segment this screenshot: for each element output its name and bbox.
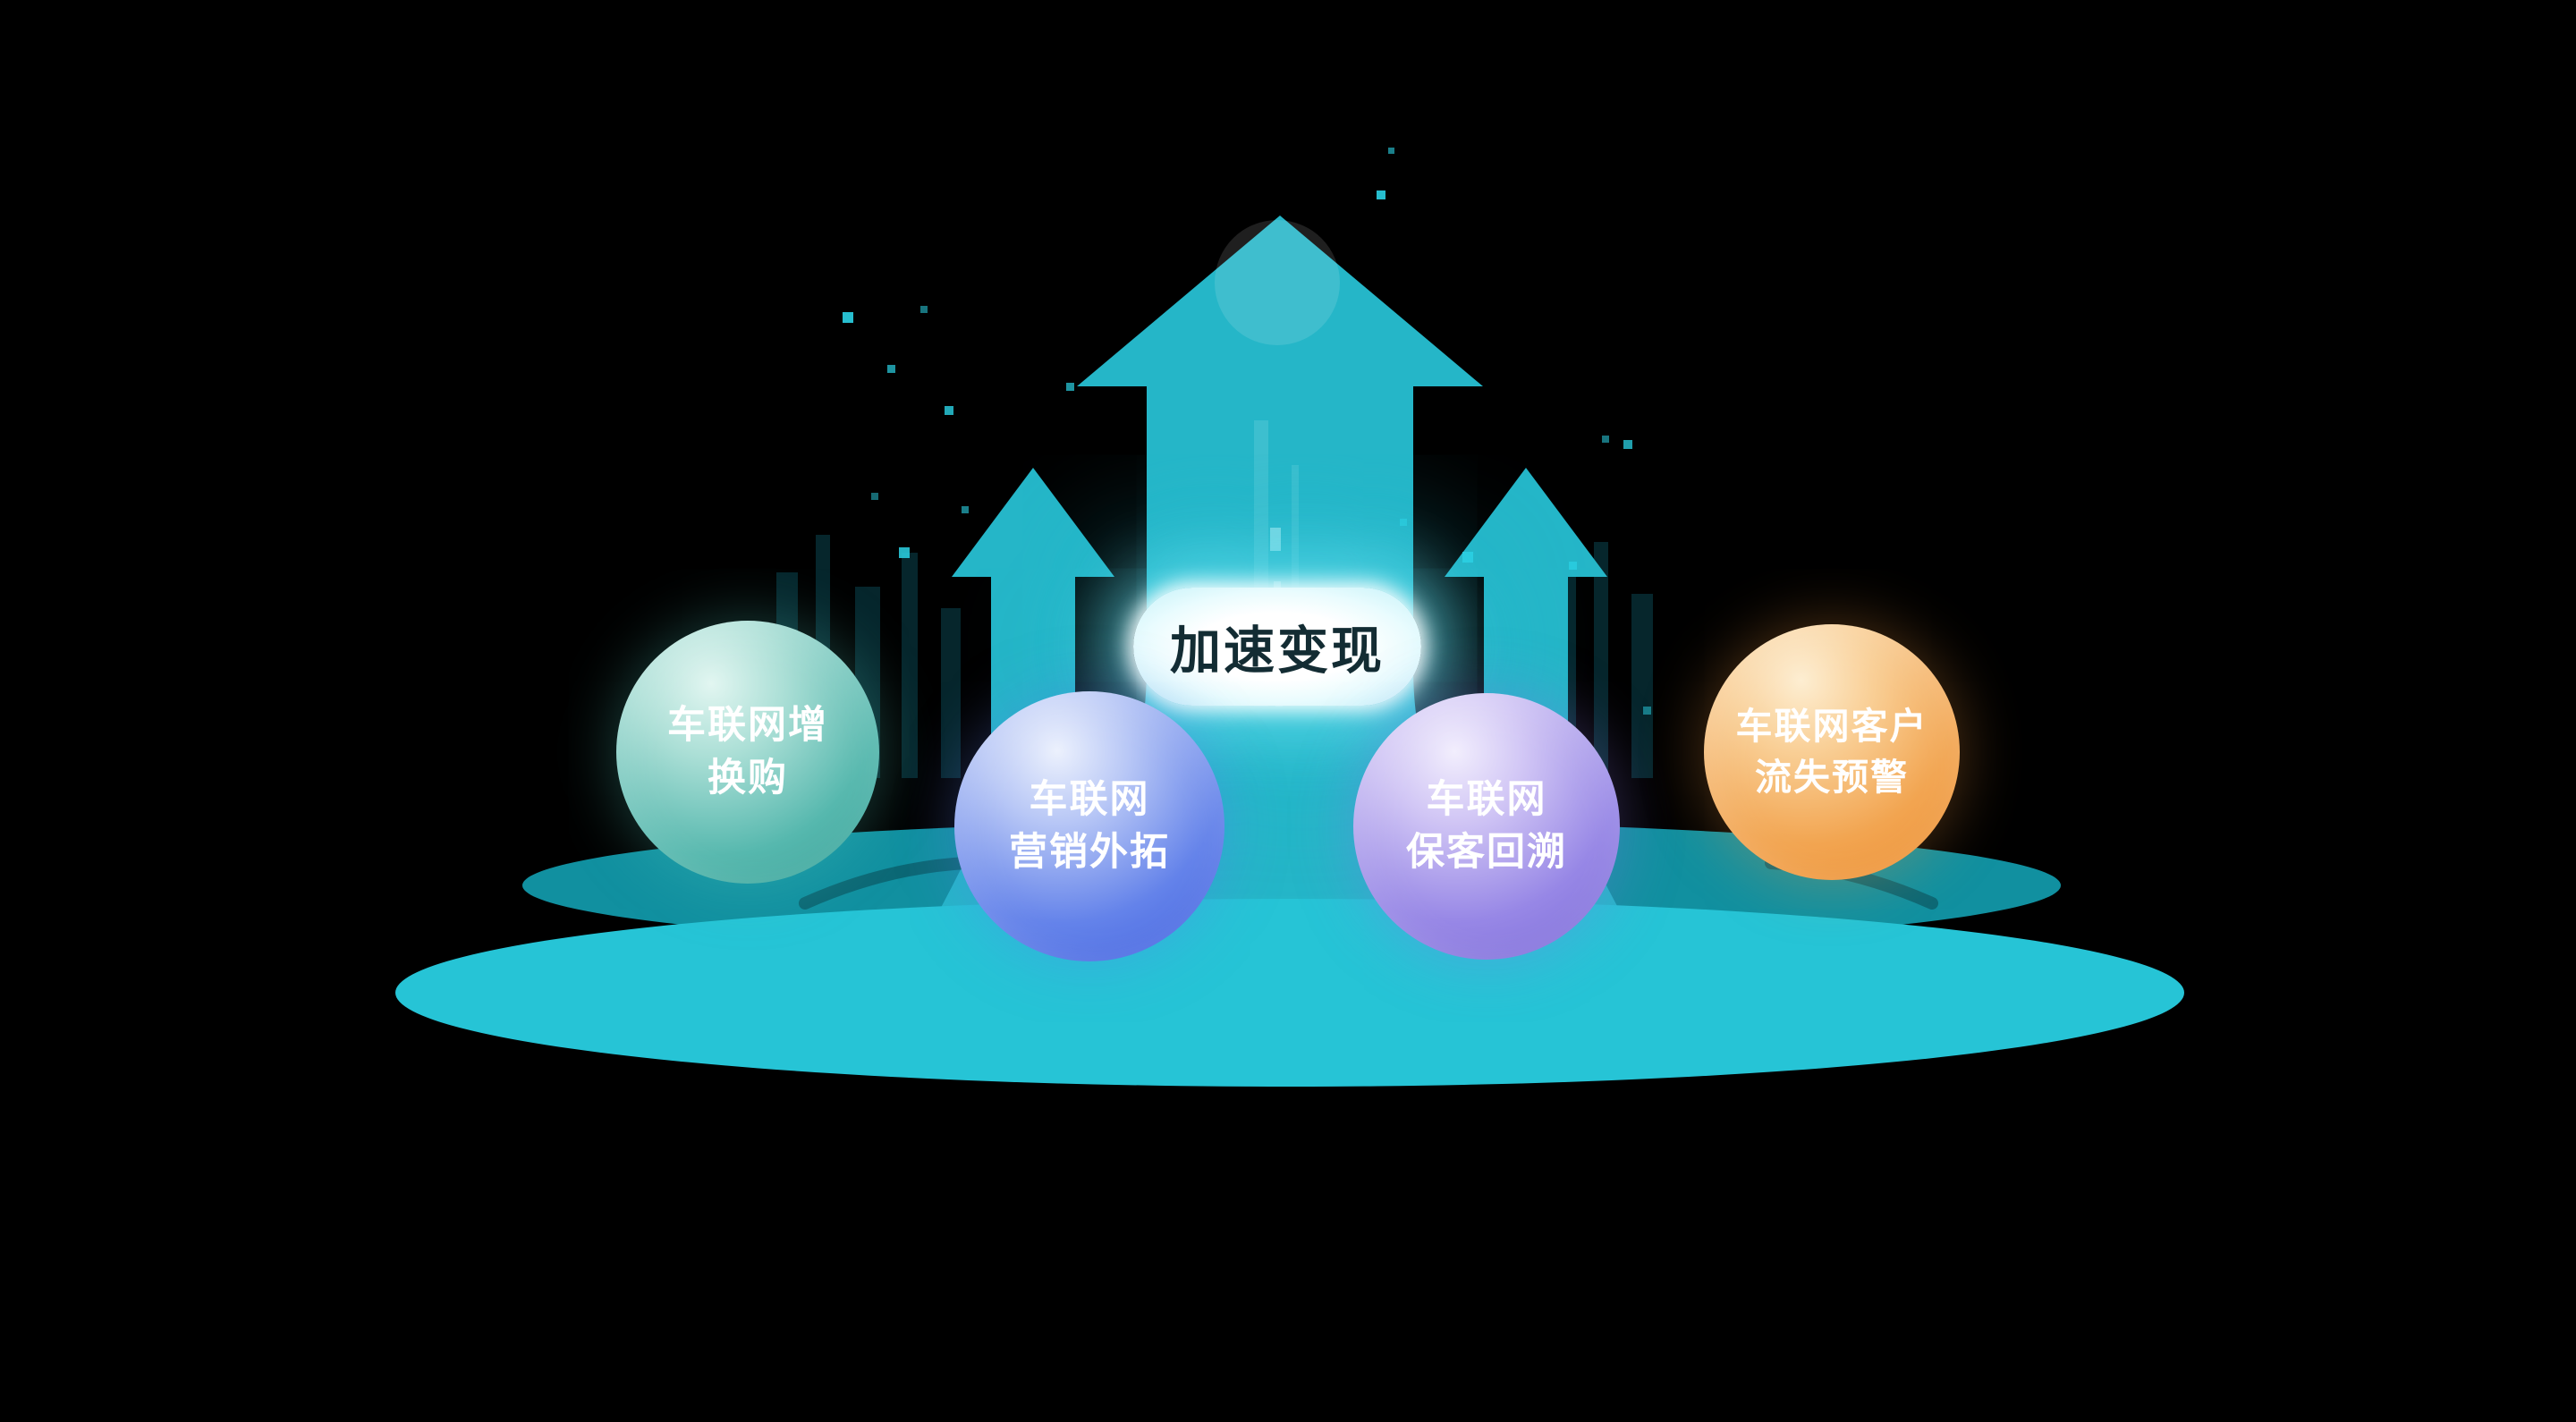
decor-dot — [1400, 519, 1407, 526]
sphere-label-line: 车联网 — [1029, 777, 1150, 821]
decor-dot — [1388, 148, 1394, 154]
sphere-iov-marketing-expansion: 车联网 营销外拓 — [954, 691, 1224, 961]
sphere-label-line: 流失预警 — [1755, 757, 1909, 798]
left-arrow — [934, 468, 1132, 921]
decor-dot — [1623, 440, 1632, 449]
decor-dot — [962, 506, 969, 513]
arrow-highlight — [1215, 220, 1340, 345]
sphere-iov-customer-retention: 车联网 保客回溯 — [1353, 693, 1620, 960]
decor-road — [799, 857, 972, 910]
right-arrow — [1427, 468, 1625, 921]
center-arrow — [987, 216, 1572, 930]
decor-dot — [843, 312, 853, 323]
decor-dot — [1462, 552, 1473, 563]
sphere-label-line: 车联网增 — [667, 703, 828, 747]
decor-dot — [945, 406, 953, 415]
sphere-iov-trade-in: 车联网增 换购 — [616, 621, 879, 884]
sphere-label-line: 营销外拓 — [1009, 831, 1170, 874]
decor-stripe — [1292, 465, 1299, 698]
decor-dot — [1377, 190, 1385, 199]
decor-dot — [1569, 562, 1577, 570]
decor-column — [1631, 594, 1653, 778]
decor-dot — [1602, 436, 1609, 443]
decor-dot — [871, 493, 878, 500]
sphere-iov-churn-warning: 车联网客户 流失预警 — [1704, 624, 1960, 880]
decor-column — [902, 553, 918, 778]
decor-dot — [899, 547, 910, 558]
decor-dot — [1066, 383, 1074, 391]
decor-dash — [1270, 528, 1281, 551]
decor-dot — [887, 365, 895, 373]
sphere-label-line: 车联网客户 — [1735, 706, 1928, 748]
decor-dot — [920, 306, 928, 313]
platform-ellipse — [395, 899, 2184, 1087]
center-label-text: 加速变现 — [1170, 622, 1385, 680]
decor-dots — [843, 148, 1651, 715]
decor-column — [941, 608, 961, 778]
decor-dot — [1643, 707, 1651, 715]
sphere-label-line: 保客回溯 — [1406, 831, 1567, 874]
sphere-label-line: 换购 — [708, 757, 788, 800]
decor-column — [1594, 542, 1608, 778]
sphere-label-line: 车联网 — [1426, 777, 1547, 821]
center-label: 加速变现 — [1133, 588, 1421, 706]
